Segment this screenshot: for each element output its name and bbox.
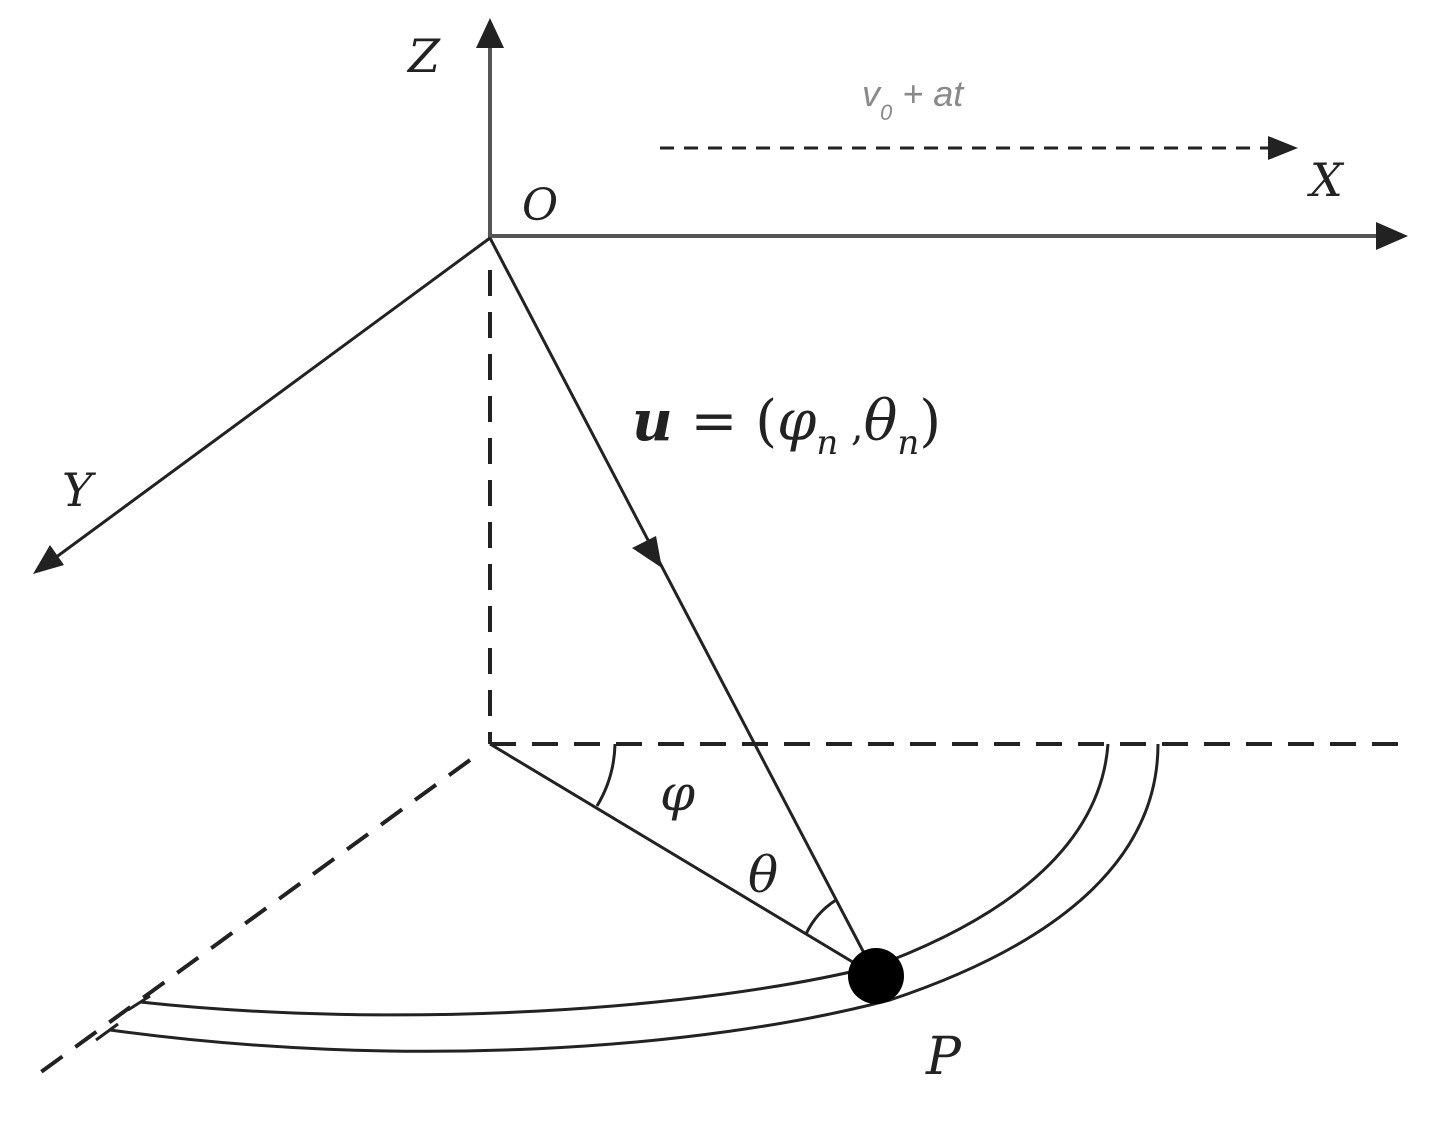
theta-angle-label: θ [748,846,778,904]
origin-label: O [522,180,558,231]
point-p-dot [848,948,904,1004]
phi-n-sub: n [816,423,838,463]
point-p-label: P [925,1027,962,1087]
track-end-cap-2 [95,1022,119,1042]
velocity-label: v0 + at [862,73,965,125]
velocity-label-base: v [862,73,882,114]
track-end-cap-1 [127,994,151,1012]
vector-u-eq: = ( [673,389,777,454]
y-axis-arrowhead [33,545,64,574]
vector-u-line [488,237,878,977]
track-curve-outer [109,743,1160,1053]
diagonal-dashed-line [28,758,472,1082]
vector-u-name: u [632,388,673,454]
theta-n-base: θ [864,389,898,454]
velocity-arrowhead [1268,136,1298,160]
phi-angle-label: φ [660,764,695,822]
x-axis-arrowhead [1376,222,1408,250]
track-curve-inner [139,743,1110,1017]
vector-u-label: u = (φn ,θn) [632,388,941,463]
vector-u-comma: , [838,404,863,450]
y-axis [54,236,491,560]
phi-n-base: φ [777,389,816,454]
velocity-label-sub: 0 [880,100,893,125]
z-axis-label: Z [406,29,441,83]
velocity-label-rest: + at [892,73,965,114]
vector-u-close: ) [919,389,941,454]
x-axis-label: X [1307,153,1345,207]
y-axis-label: Y [62,463,97,517]
theta-angle-arc [804,898,837,935]
projection-line [489,742,877,978]
phi-angle-arc [595,743,617,807]
vector-u-arrowhead [632,536,662,568]
z-axis-arrowhead [476,18,504,48]
theta-n-sub: n [897,423,919,463]
